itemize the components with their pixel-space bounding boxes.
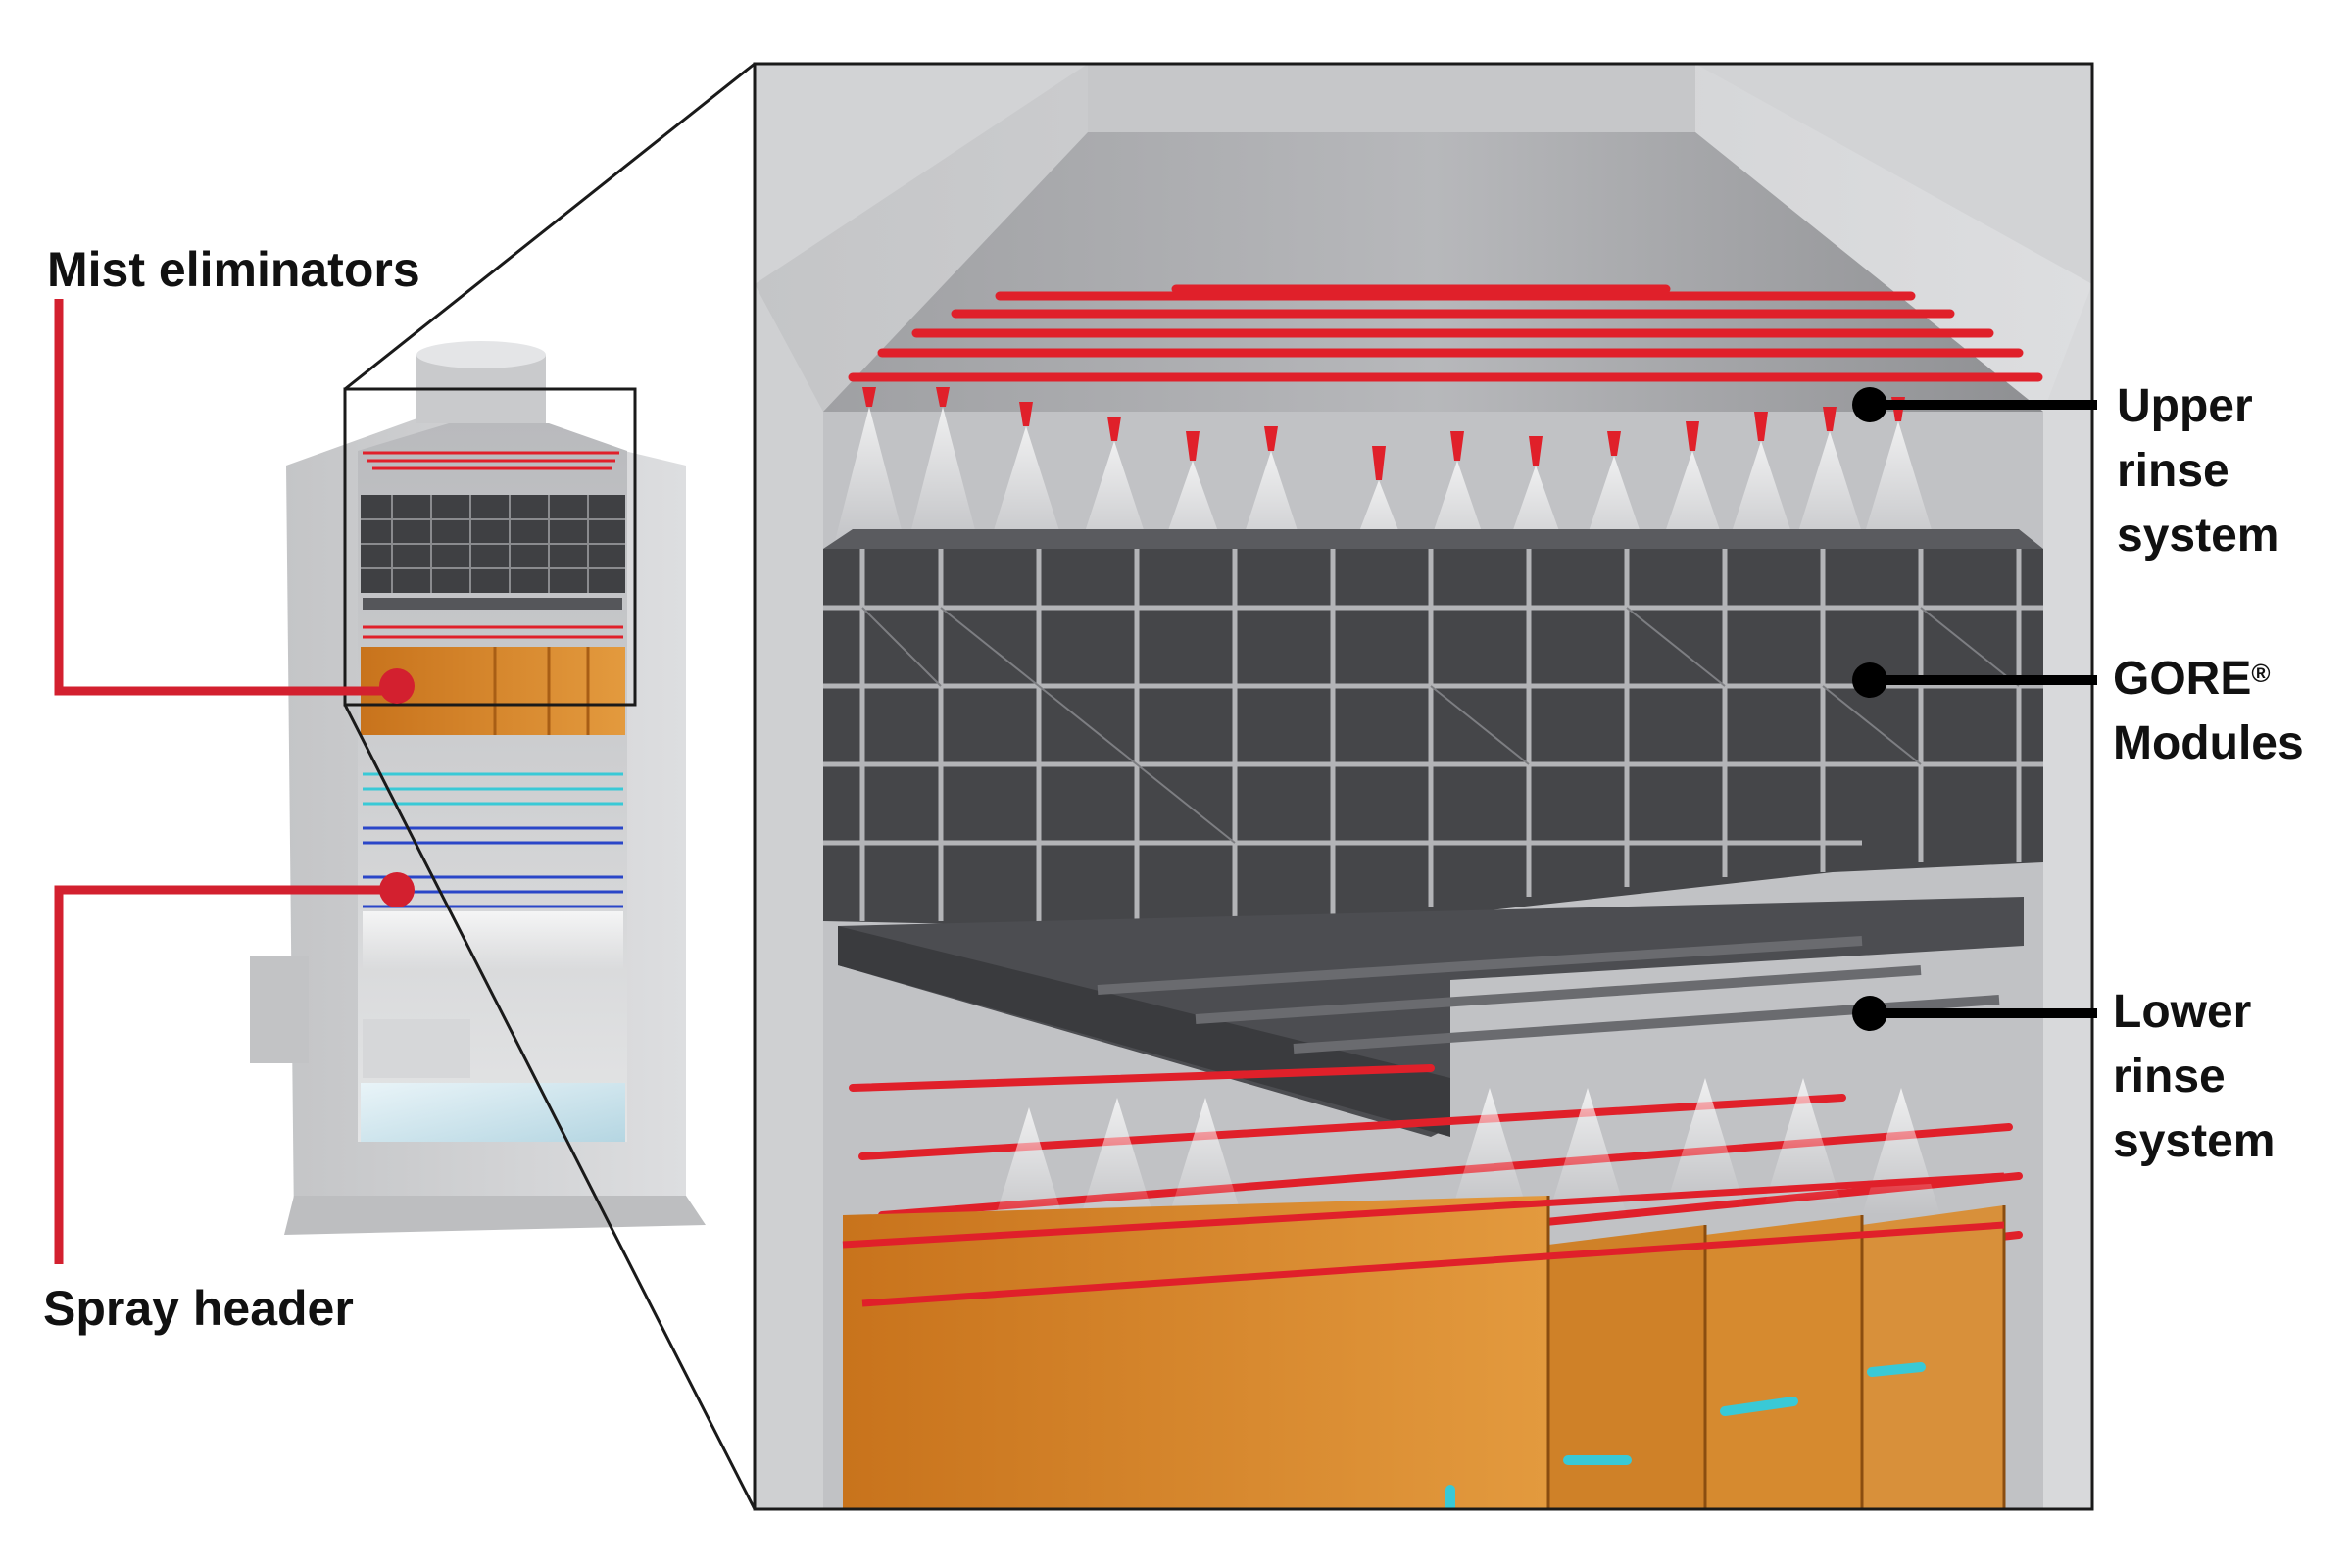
label-gore-modules: GORE® Modules <box>2113 647 2304 776</box>
tower-water-pool <box>361 1083 625 1142</box>
zoom-line-bottom <box>343 704 757 1510</box>
zoom-line-top <box>344 62 756 391</box>
zoom-cone-ceiling <box>823 132 2043 412</box>
label-lower-rinse-line1: Lower <box>2113 986 2252 1038</box>
tower-cyan-spray <box>363 772 623 806</box>
leader-mist-eliminators <box>54 299 415 704</box>
tower-lower-rinse <box>363 625 623 639</box>
leader-lower-rinse <box>1852 996 2097 1031</box>
zoom-frame-small <box>343 387 637 707</box>
label-spray-header: Spray header <box>43 1281 354 1336</box>
label-upper-rinse-system: Upper rinse system <box>2117 374 2278 568</box>
tower-inlet-opening <box>363 1019 470 1078</box>
zoom-upper-rinse-pipes <box>848 284 2043 382</box>
leader-upper-rinse <box>1852 387 2097 422</box>
label-lower-rinse-line2: rinse <box>2113 1051 2226 1102</box>
label-gore-line1: GORE® <box>2113 647 2304 711</box>
tower-spray-mist <box>363 911 623 970</box>
zoom-cyan-nozzles <box>1446 1362 1926 1509</box>
tower-support-beam <box>363 598 622 610</box>
stack-opening <box>416 341 546 368</box>
zoom-support-beams <box>838 897 2024 1137</box>
label-upper-rinse-line3: system <box>2117 510 2279 562</box>
zoom-gore-modules <box>823 529 2043 931</box>
zoom-frame-large <box>753 62 2094 1511</box>
label-upper-rinse-line2: rinse <box>2117 445 2230 497</box>
leader-spray-header <box>54 872 415 1264</box>
label-gore-line2: Modules <box>2113 717 2304 769</box>
label-lower-rinse-system: Lower rinse system <box>2113 980 2275 1174</box>
tower-cutaway-illustration <box>250 341 706 1235</box>
zoom-upper-rinse-nozzles <box>862 387 1905 480</box>
gas-inlet-duct <box>250 956 309 1063</box>
tower-base <box>284 1196 706 1235</box>
registered-mark: ® <box>2251 659 2271 688</box>
label-upper-rinse-line1: Upper <box>2117 380 2253 432</box>
label-lower-rinse-line3: system <box>2113 1115 2276 1167</box>
label-gore-text: GORE <box>2113 653 2252 705</box>
leader-gore-modules <box>1852 662 2097 698</box>
zoomed-cutaway-illustration <box>753 62 2094 1511</box>
tower-module-grid <box>361 495 625 593</box>
zoom-stack <box>1088 64 1695 132</box>
zoom-mist-eliminator-banks <box>842 1172 2006 1509</box>
label-mist-eliminators: Mist eliminators <box>47 242 420 297</box>
tower-eliminator-seams <box>493 647 590 735</box>
tower-upper-rinse <box>363 451 619 470</box>
